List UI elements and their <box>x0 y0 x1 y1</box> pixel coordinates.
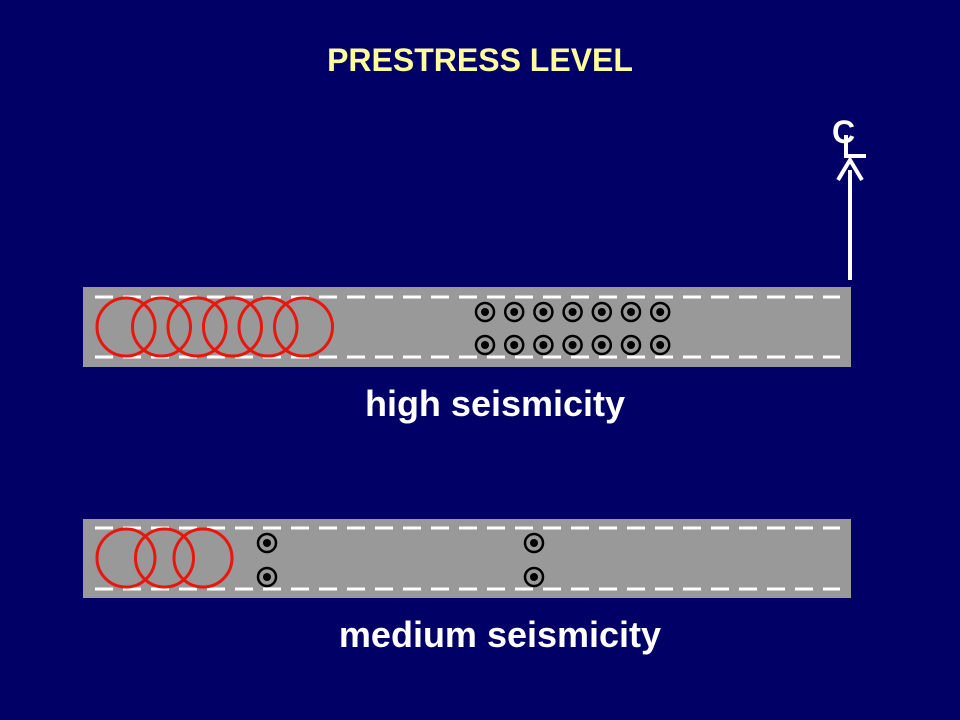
prestress-tendon <box>620 334 642 356</box>
caption-high-seismicity: high seismicity <box>364 383 626 424</box>
prestress-tendon <box>474 301 496 323</box>
prestress-tendon <box>256 566 278 588</box>
tendon-group <box>256 532 545 588</box>
prestress-tendon <box>649 301 671 323</box>
page-title: PRESTRESS LEVEL <box>327 42 633 78</box>
centerline-symbol-c: C <box>832 114 855 150</box>
prestress-tendon <box>533 334 554 356</box>
prestress-tendon <box>533 301 554 323</box>
confinement-hoop <box>95 527 157 589</box>
centerline-arrow-head <box>836 156 864 182</box>
hoop-group <box>95 296 334 358</box>
centerline-marker: C <box>832 114 866 280</box>
confinement-hoop <box>237 296 299 358</box>
confinement-hoop <box>172 527 234 589</box>
prestress-tendon <box>523 532 545 554</box>
confinement-hoop <box>134 527 195 589</box>
prestress-tendon <box>591 301 613 323</box>
confinement-hoop <box>131 296 192 358</box>
prestress-tendon <box>620 301 642 323</box>
confinement-hoop <box>166 296 228 358</box>
tendon-group <box>474 301 671 356</box>
prestress-tendon <box>591 334 613 356</box>
beam-high-seismicity <box>83 287 851 367</box>
prestress-tendon <box>503 301 525 323</box>
caption-medium-seismicity: medium seismicity <box>338 614 662 655</box>
prestress-tendon <box>649 334 671 356</box>
prestress-tendon <box>562 301 583 323</box>
prestress-tendon <box>474 334 496 356</box>
prestress-tendon <box>523 566 545 588</box>
confinement-hoop <box>202 296 263 358</box>
confinement-hoop <box>95 296 157 358</box>
prestress-tendon <box>503 334 525 356</box>
confinement-hoop <box>273 296 334 358</box>
prestress-tendon <box>562 334 583 356</box>
hoop-group <box>95 527 234 589</box>
prestress-tendon <box>256 532 278 554</box>
beam-medium-seismicity <box>83 519 851 598</box>
